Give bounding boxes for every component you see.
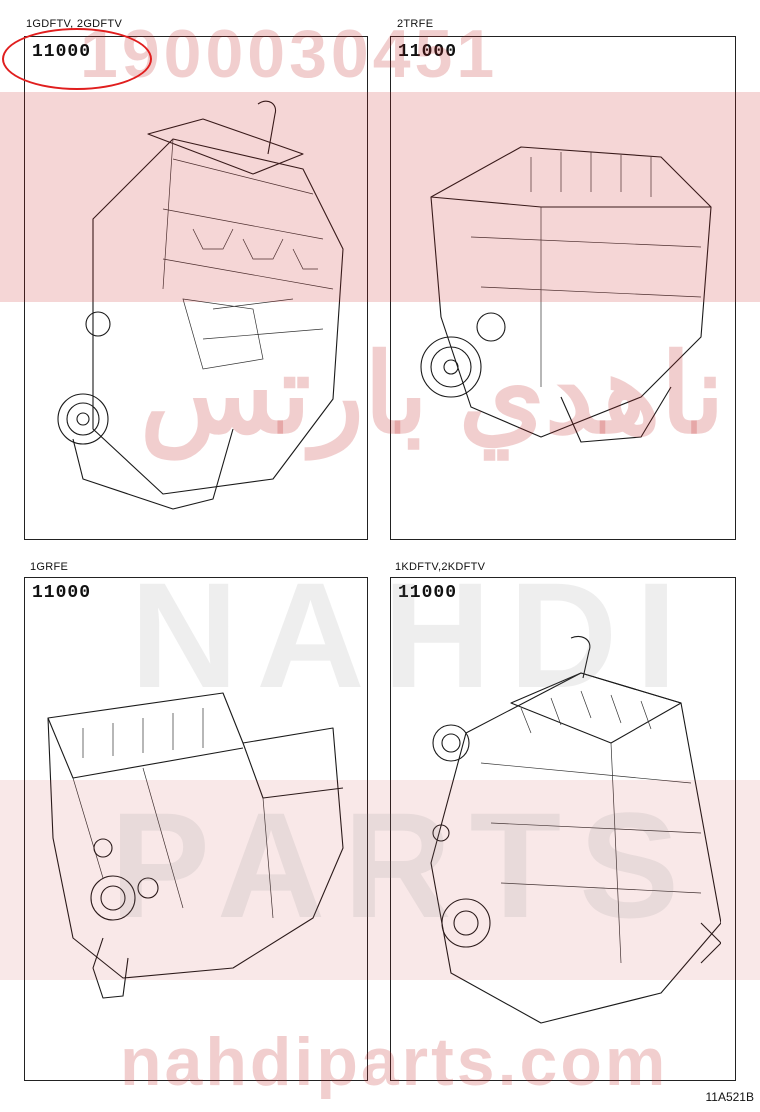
engine-drawing bbox=[43, 678, 353, 1008]
engine-drawing bbox=[411, 137, 731, 447]
engine-codes-caption: 1GDFTV, 2GDFTV bbox=[26, 18, 123, 30]
engine-drawing bbox=[411, 633, 721, 1033]
engine-panel[interactable]: 11000 bbox=[390, 36, 736, 540]
part-number-label[interactable]: 11000 bbox=[398, 583, 458, 603]
part-number-label[interactable]: 11000 bbox=[32, 583, 92, 603]
highlight-circle bbox=[2, 28, 152, 90]
engine-panel[interactable]: 11000 bbox=[390, 577, 736, 1081]
engine-panel[interactable]: 11000 bbox=[24, 36, 368, 540]
engine-codes-caption: 1GRFE bbox=[30, 561, 69, 573]
engine-codes-caption: 1KDFTV,2KDFTV bbox=[395, 561, 486, 573]
part-number-label[interactable]: 11000 bbox=[398, 42, 458, 62]
engine-codes-caption: 2TRFE bbox=[397, 18, 434, 30]
engine-panel[interactable]: 11000 bbox=[24, 577, 368, 1081]
engine-drawing bbox=[53, 99, 353, 519]
figure-reference: 11A521B bbox=[705, 1090, 755, 1104]
